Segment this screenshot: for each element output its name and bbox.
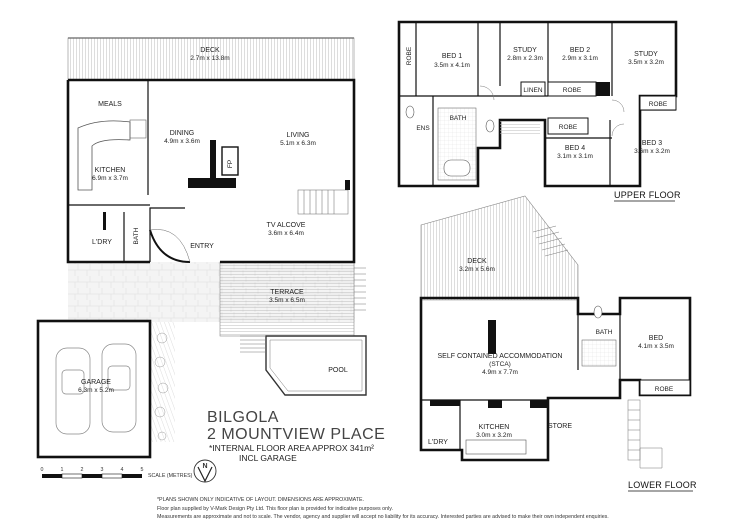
lower-bath-label: BATH xyxy=(596,329,613,336)
footer-disclaimer: *PLANS SHOWN ONLY INDICATIVE OF LAYOUT. … xyxy=(157,497,609,520)
scale-tick-4: 4 xyxy=(121,467,124,473)
upper-robe-left-label: ROBE xyxy=(406,46,413,65)
upper-robe-bed4-label: ROBE xyxy=(559,124,578,131)
bed2-size: 2.9m x 3.1m xyxy=(562,55,598,62)
lower-deck-label: DECK xyxy=(467,258,487,265)
garage-note: INCL GARAGE xyxy=(239,453,297,463)
laundry-label: L'DRY xyxy=(92,239,112,246)
lower-deck-area xyxy=(420,195,579,301)
ground-bath-label: BATH xyxy=(133,227,140,244)
scale-tick-5: 5 xyxy=(141,467,144,473)
fireplace-label: FP xyxy=(227,160,234,168)
lower-kitchen-size: 3.0m x 3.2m xyxy=(476,432,512,439)
scale-label: SCALE (METRES) xyxy=(148,473,193,479)
pool-label: POOL xyxy=(328,367,348,374)
bed2-label: BED 2 xyxy=(570,47,590,54)
study2-size: 3.5m x 3.2m xyxy=(628,59,664,66)
store-label: STORE xyxy=(548,423,572,430)
lower-kitchen-label: KITCHEN xyxy=(479,424,510,431)
garage-size: 6.3m x 5.2m xyxy=(78,387,114,394)
upper-floor-plan: ROBE BED 1 3.5m x 4.1m STUDY 2.8m x 2.3m… xyxy=(397,20,681,202)
kitchen-label: KITCHEN xyxy=(95,167,126,174)
bed1-size: 3.5m x 4.1m xyxy=(434,62,470,69)
footer-line-3: Measurements are approximate and not to … xyxy=(157,514,609,520)
entry-label: ENTRY xyxy=(190,243,214,250)
fireplace-block xyxy=(221,146,239,176)
bed3-label: BED 3 xyxy=(642,140,662,147)
bed4-size: 3.1m x 3.1m xyxy=(557,153,593,160)
garage-label: GARAGE xyxy=(81,379,111,386)
footer-line-1: *PLANS SHOWN ONLY INDICATIVE OF LAYOUT. … xyxy=(157,497,364,503)
living-label: LIVING xyxy=(287,132,310,139)
footer-line-2: Floor plan supplied by V-Mark Design Pty… xyxy=(157,506,393,512)
deck-size: 2.7m x 13.8m xyxy=(190,55,229,62)
ground-floor-plan: DECK 2.7m x 13.8m MEALS DINING 4.9m x 3.… xyxy=(36,37,367,459)
study1-size: 2.8m x 2.3m xyxy=(507,55,543,62)
upper-robe-right-label: ROBE xyxy=(649,101,668,108)
lower-robe-label: ROBE xyxy=(655,386,674,393)
lower-bed-size: 4.1m x 3.5m xyxy=(638,343,674,350)
accommodation-divider xyxy=(488,320,496,354)
dining-label: DINING xyxy=(170,130,195,137)
upper-robe-mid-label: ROBE xyxy=(563,87,582,94)
tv-alcove-size: 3.6m x 6.4m xyxy=(268,230,304,237)
lower-floor-plan: DECK 3.2m x 5.6m BATH BED 4.1m x 3.5m SE… xyxy=(419,195,697,492)
scale-bar: 0 1 2 3 4 5 SCALE (METRES) xyxy=(41,467,193,479)
accommodation-label: SELF CONTAINED ACCOMMODATION xyxy=(438,353,563,360)
compass-label: N xyxy=(202,463,207,470)
ensuite-label: ENS xyxy=(416,125,430,132)
car-icons xyxy=(55,343,137,435)
suburb-title: BILGOLA xyxy=(207,409,279,426)
title-block: BILGOLA 2 MOUNTVIEW PLACE *INTERNAL FLOO… xyxy=(207,409,385,463)
lower-deck-size: 3.2m x 5.6m xyxy=(459,266,495,273)
ground-deck-area xyxy=(67,37,355,81)
dining-size: 4.9m x 3.6m xyxy=(164,138,200,145)
garage-outline xyxy=(36,319,152,459)
lower-bed-label: BED xyxy=(649,335,663,342)
terrace-size: 3.5m x 6.5m xyxy=(269,297,305,304)
north-arrow-icon: N xyxy=(193,459,217,483)
deck-label: DECK xyxy=(200,47,220,54)
accommodation-size: 4.9m x 7.7m xyxy=(482,369,518,376)
accommodation-note: (STCA) xyxy=(489,361,511,368)
lower-laundry-label: L'DRY xyxy=(428,439,448,446)
lower-floor-label: LOWER FLOOR xyxy=(628,480,697,490)
scale-tick-1: 1 xyxy=(61,467,64,473)
linen-label: LINEN xyxy=(523,87,542,94)
address-title: 2 MOUNTVIEW PLACE xyxy=(207,426,385,443)
tv-alcove-label: TV ALCOVE xyxy=(267,222,306,229)
pool-outline xyxy=(265,335,367,396)
area-note: *INTERNAL FLOOR AREA APPROX 341m² xyxy=(209,443,374,453)
scale-tick-0: 0 xyxy=(41,467,44,473)
meals-label: MEALS xyxy=(98,101,122,108)
living-size: 5.1m x 6.3m xyxy=(280,140,316,147)
study1-label: STUDY xyxy=(513,47,537,54)
scale-tick-2: 2 xyxy=(81,467,84,473)
bed4-label: BED 4 xyxy=(565,145,585,152)
upper-floor-label: UPPER FLOOR xyxy=(614,190,681,200)
kitchen-size: 6.9m x 3.7m xyxy=(92,175,128,182)
upper-bath-label: BATH xyxy=(450,115,467,122)
terrace-label: TERRACE xyxy=(270,289,304,296)
bed1-label: BED 1 xyxy=(442,53,462,60)
study2-label: STUDY xyxy=(634,51,658,58)
scale-tick-3: 3 xyxy=(101,467,104,473)
bed3-size: 3.6m x 3.2m xyxy=(634,148,670,155)
